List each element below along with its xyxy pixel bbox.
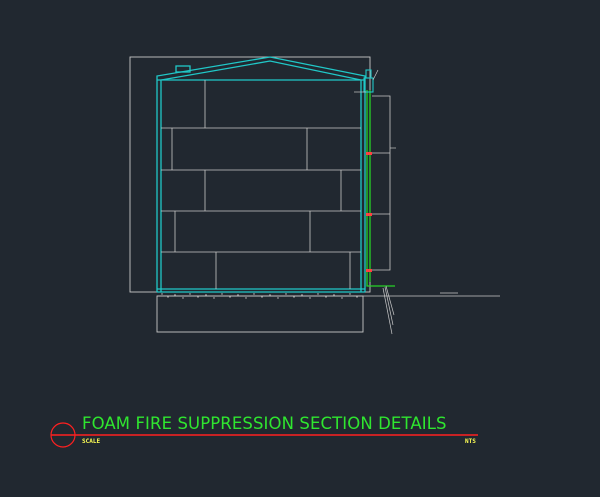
- gravel-hatch: [161, 293, 358, 299]
- scale-label: SCALE: [82, 438, 101, 445]
- foam-riser-pipe: [366, 90, 395, 287]
- pipe-supports: [366, 152, 372, 272]
- drawing-title: FOAM FIRE SUPPRESSION SECTION DETAILS: [82, 414, 447, 433]
- tank-shell: [156, 56, 366, 293]
- scale-value: NTS: [465, 438, 476, 445]
- tank-courses: [161, 80, 361, 289]
- leader-lines: [354, 69, 458, 335]
- foam-chamber: [363, 69, 374, 93]
- support-bracket-lines: [372, 95, 391, 271]
